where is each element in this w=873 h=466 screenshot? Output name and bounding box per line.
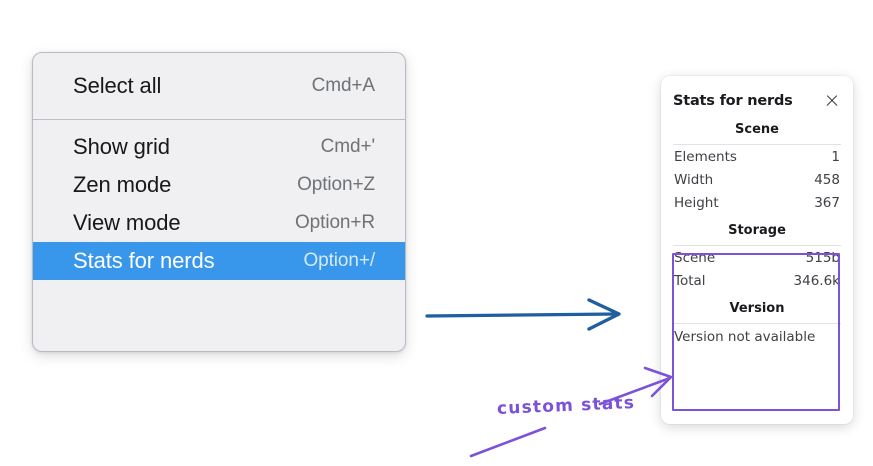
menu-divider bbox=[33, 119, 405, 120]
menu-item-stats-for-nerds[interactable]: Stats for nerds Option+/ bbox=[33, 242, 405, 280]
menu-item-shortcut: Option+/ bbox=[303, 250, 375, 271]
menu-item-shortcut: Cmd+' bbox=[320, 136, 375, 157]
stat-value: 346.6k bbox=[793, 272, 840, 289]
version-value: Version not available bbox=[674, 329, 816, 345]
stat-row-elements: Elements 1 bbox=[672, 145, 842, 168]
menu-item-shortcut: Cmd+A bbox=[311, 75, 375, 96]
stat-value: 367 bbox=[814, 194, 840, 211]
section-rule bbox=[673, 323, 841, 324]
stat-value: 1 bbox=[831, 148, 840, 165]
menu-group-1: Select all Cmd+A bbox=[33, 53, 405, 119]
menu-item-zen-mode[interactable]: Zen mode Option+Z bbox=[33, 166, 405, 204]
section-rule bbox=[673, 245, 841, 246]
stat-key: Width bbox=[674, 171, 714, 188]
section-heading-scene: Scene bbox=[735, 122, 779, 137]
stat-row-height: Height 367 bbox=[672, 191, 842, 214]
stat-value: 458 bbox=[814, 171, 840, 188]
panel-title: Stats for nerds bbox=[673, 93, 793, 109]
section-heading-storage: Storage bbox=[728, 223, 786, 238]
menu-item-label: Select all bbox=[73, 73, 162, 98]
menu-item-shortcut: Option+R bbox=[295, 212, 375, 233]
stat-key: Elements bbox=[674, 148, 737, 165]
stat-key: Height bbox=[674, 194, 719, 211]
menu-group-2: Show grid Cmd+' Zen mode Option+Z View m… bbox=[33, 120, 405, 294]
annotation-label-custom-stats: custom stats bbox=[496, 392, 636, 420]
stat-value: 515b bbox=[805, 249, 840, 266]
section-heading-version: Version bbox=[729, 301, 785, 316]
stat-key: Scene bbox=[674, 249, 716, 266]
menu-item-label: Zen mode bbox=[73, 172, 172, 197]
menu-item-show-grid[interactable]: Show grid Cmd+' bbox=[33, 128, 405, 166]
close-icon[interactable] bbox=[823, 92, 841, 110]
stat-row-width: Width 458 bbox=[672, 168, 842, 191]
menu-item-label: Show grid bbox=[73, 134, 170, 159]
section-rule bbox=[673, 144, 841, 145]
menu-item-select-all[interactable]: Select all Cmd+A bbox=[33, 67, 405, 105]
menu-item-label: View mode bbox=[73, 210, 181, 235]
stats-panel-header: Stats for nerds bbox=[672, 87, 842, 113]
context-menu[interactable]: Select all Cmd+A Show grid Cmd+' Zen mod… bbox=[32, 52, 406, 352]
menu-item-view-mode[interactable]: View mode Option+R bbox=[33, 204, 405, 242]
stats-for-nerds-panel: Stats for nerds Scene Elements 1 Width 4… bbox=[661, 76, 853, 424]
stat-row-storage-total: Total 346.6k bbox=[672, 269, 842, 292]
purple-underline-stroke bbox=[469, 426, 547, 458]
blue-arrow bbox=[425, 298, 621, 331]
menu-item-shortcut: Option+Z bbox=[297, 174, 375, 195]
menu-item-label: Stats for nerds bbox=[73, 248, 215, 273]
stat-row-storage-scene: Scene 515b bbox=[672, 246, 842, 269]
stat-key: Total bbox=[674, 272, 706, 289]
